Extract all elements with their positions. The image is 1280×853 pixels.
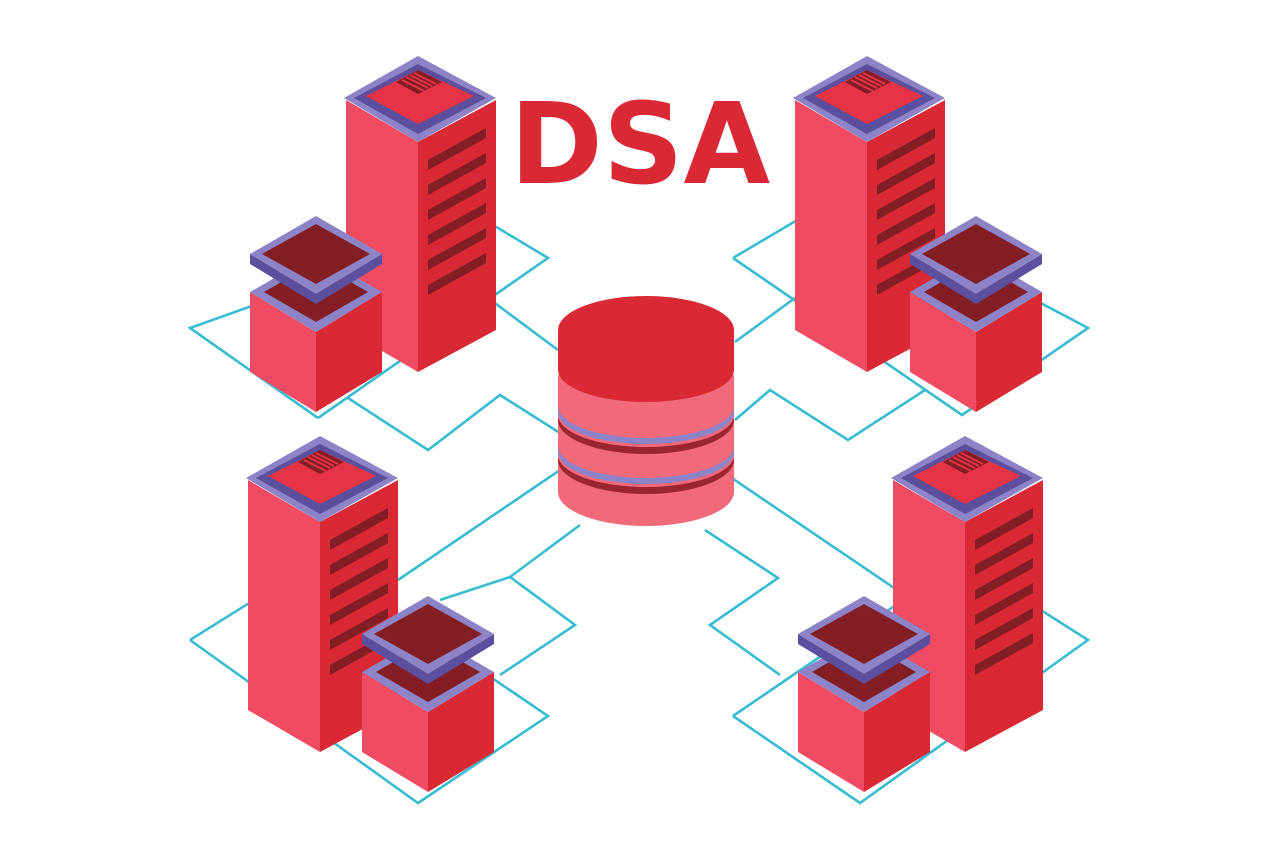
chip-stack-bottom-right [798,596,930,792]
wire-link-top-left-2 [487,296,559,352]
database-icon [558,296,734,526]
chip-stack-top-right [910,216,1042,412]
chip-module-icon [798,596,930,792]
chip-module-icon [362,596,494,792]
wire-link-bottom-left [397,468,561,582]
wire-link-top-right-2 [734,296,796,344]
title-text: DSA [510,80,771,210]
wire-link-bottom-right-2 [704,528,781,677]
wire-link-bottom-left-3 [509,523,581,579]
wire-link-bottom-right [719,468,901,594]
wire-link-top-left [347,393,561,452]
chip-stack-bottom-left [362,596,494,792]
wire-link-bottom-left-2 [439,575,578,677]
chip-module-icon [910,216,1042,412]
wire-link-top-right [734,388,926,442]
chip-module-icon [250,216,382,412]
chip-stack-top-left [250,216,382,412]
